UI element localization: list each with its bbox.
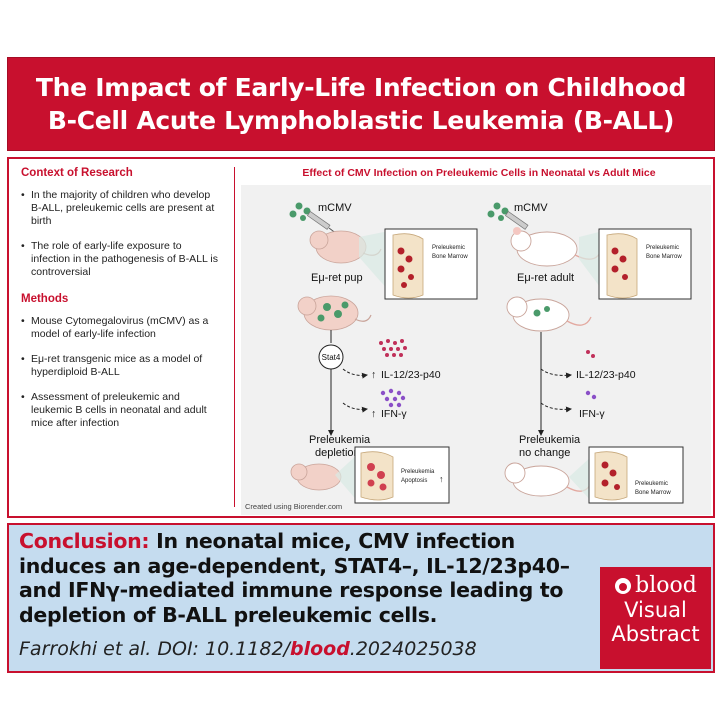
nochange-label-2: no change [519, 447, 570, 459]
citation: Farrokhi et al. DOI: 10.1182/blood.20240… [19, 638, 477, 660]
mouse-adult-bottom-icon [504, 462, 592, 497]
svg-text:Preleukemic: Preleukemic [432, 245, 465, 251]
ifn-label-right: IFN-γ [579, 408, 605, 420]
depletion-label-2: depletion [315, 447, 360, 459]
content-panel: Context of Research •In the majority of … [7, 157, 715, 518]
methods-bullet: •Mouse Cytomegalovirus (mCMV) as a model… [21, 315, 209, 340]
svg-text:Bone Marrow: Bone Marrow [635, 490, 671, 496]
il12-particles-icon [586, 350, 595, 358]
drop-icon [615, 577, 632, 594]
apoptosis-label-1: Preleukemia [401, 469, 435, 475]
stat4-label: Stat4 [322, 353, 341, 362]
svg-text:↑: ↑ [439, 474, 444, 484]
diagram-svg: mCMV Eμ-ret pup Preleukemic [289, 202, 692, 504]
page-title: The Impact of Early-Life Infection on Ch… [35, 73, 687, 135]
title-banner: The Impact of Early-Life Infection on Ch… [7, 57, 715, 151]
nochange-label-1: Preleukemia [519, 434, 581, 446]
mouse-adult-icon [510, 227, 602, 267]
column-divider [234, 167, 235, 507]
ifn-particles-icon [585, 390, 597, 400]
svg-text:↑: ↑ [371, 369, 376, 381]
conclusion-panel: Conclusion: In neonatal mice, CMV infect… [7, 523, 715, 673]
svg-text:Preleukemic: Preleukemic [646, 245, 679, 251]
ifn-label: IFN-γ [381, 408, 407, 420]
depletion-label-1: Preleukemia [309, 434, 371, 446]
context-bullet: • The role of early-life exposure to inf… [21, 240, 218, 278]
pup-label: Eμ-ret pup [311, 272, 363, 284]
svg-text:Preleukemic: Preleukemic [635, 481, 668, 487]
il12-particles-icon [379, 339, 407, 357]
context-heading: Context of Research [21, 167, 133, 179]
badge-line-1: Visual [624, 598, 687, 622]
conclusion-lead: Conclusion: [19, 529, 150, 553]
figure-diagram: mCMV Eμ-ret pup Preleukemic [241, 185, 711, 515]
virus-label-right: mCMV [514, 202, 548, 214]
syringe-icon [504, 210, 529, 230]
virus-particles-icon [487, 202, 509, 221]
infected-pup-icon [297, 295, 372, 331]
virus-label: mCMV [318, 202, 352, 214]
badge-line-2: Abstract [611, 622, 700, 646]
ifn-particles-icon [380, 388, 406, 408]
methods-bullet: •Eμ-ret transgenic mice as a model of hy… [21, 353, 203, 378]
visual-abstract-badge: blood Visual Abstract [600, 567, 711, 669]
conclusion-body: In neonatal mice, CMV infection induces … [19, 529, 570, 627]
il12-label: IL-12/23-p40 [381, 369, 441, 381]
apoptosis-inset: Preleukemia Apoptosis ↑ [335, 446, 450, 504]
adult-label: Eμ-ret adult [517, 272, 574, 284]
blood-logo: blood [600, 573, 711, 598]
figure-title: Effect of CMV Infection on Preleukemic C… [302, 167, 656, 179]
methods-heading: Methods [21, 293, 69, 305]
svg-text:Bone Marrow: Bone Marrow [646, 254, 682, 260]
virus-particles-icon [289, 202, 311, 221]
infected-adult-icon [506, 296, 592, 332]
mouse-pup-icon [309, 230, 382, 264]
bone-marrow-bottom-inset: Preleukemic Bone Marrow [569, 446, 684, 504]
bone-marrow-inset: Preleukemic Bone Marrow [359, 228, 478, 300]
syringe-icon [306, 210, 338, 235]
svg-text:↑: ↑ [371, 408, 376, 420]
credit-text: Created using Biorender.com [245, 502, 343, 511]
svg-text:Bone Marrow: Bone Marrow [432, 254, 468, 260]
methods-bullet: •Assessment of preleukemic and leukemic … [21, 391, 207, 429]
mouse-pup-bottom-icon [290, 463, 342, 491]
bone-marrow-inset: Preleukemic Bone Marrow [579, 228, 692, 300]
apoptosis-label-2: Apoptosis [401, 478, 427, 484]
context-bullet: •In the majority of children who develop… [21, 189, 215, 227]
left-column: Context of Research •In the majority of … [21, 167, 221, 442]
il12-label-right: IL-12/23-p40 [576, 369, 636, 381]
conclusion-text: Conclusion: In neonatal mice, CMV infect… [19, 529, 589, 627]
